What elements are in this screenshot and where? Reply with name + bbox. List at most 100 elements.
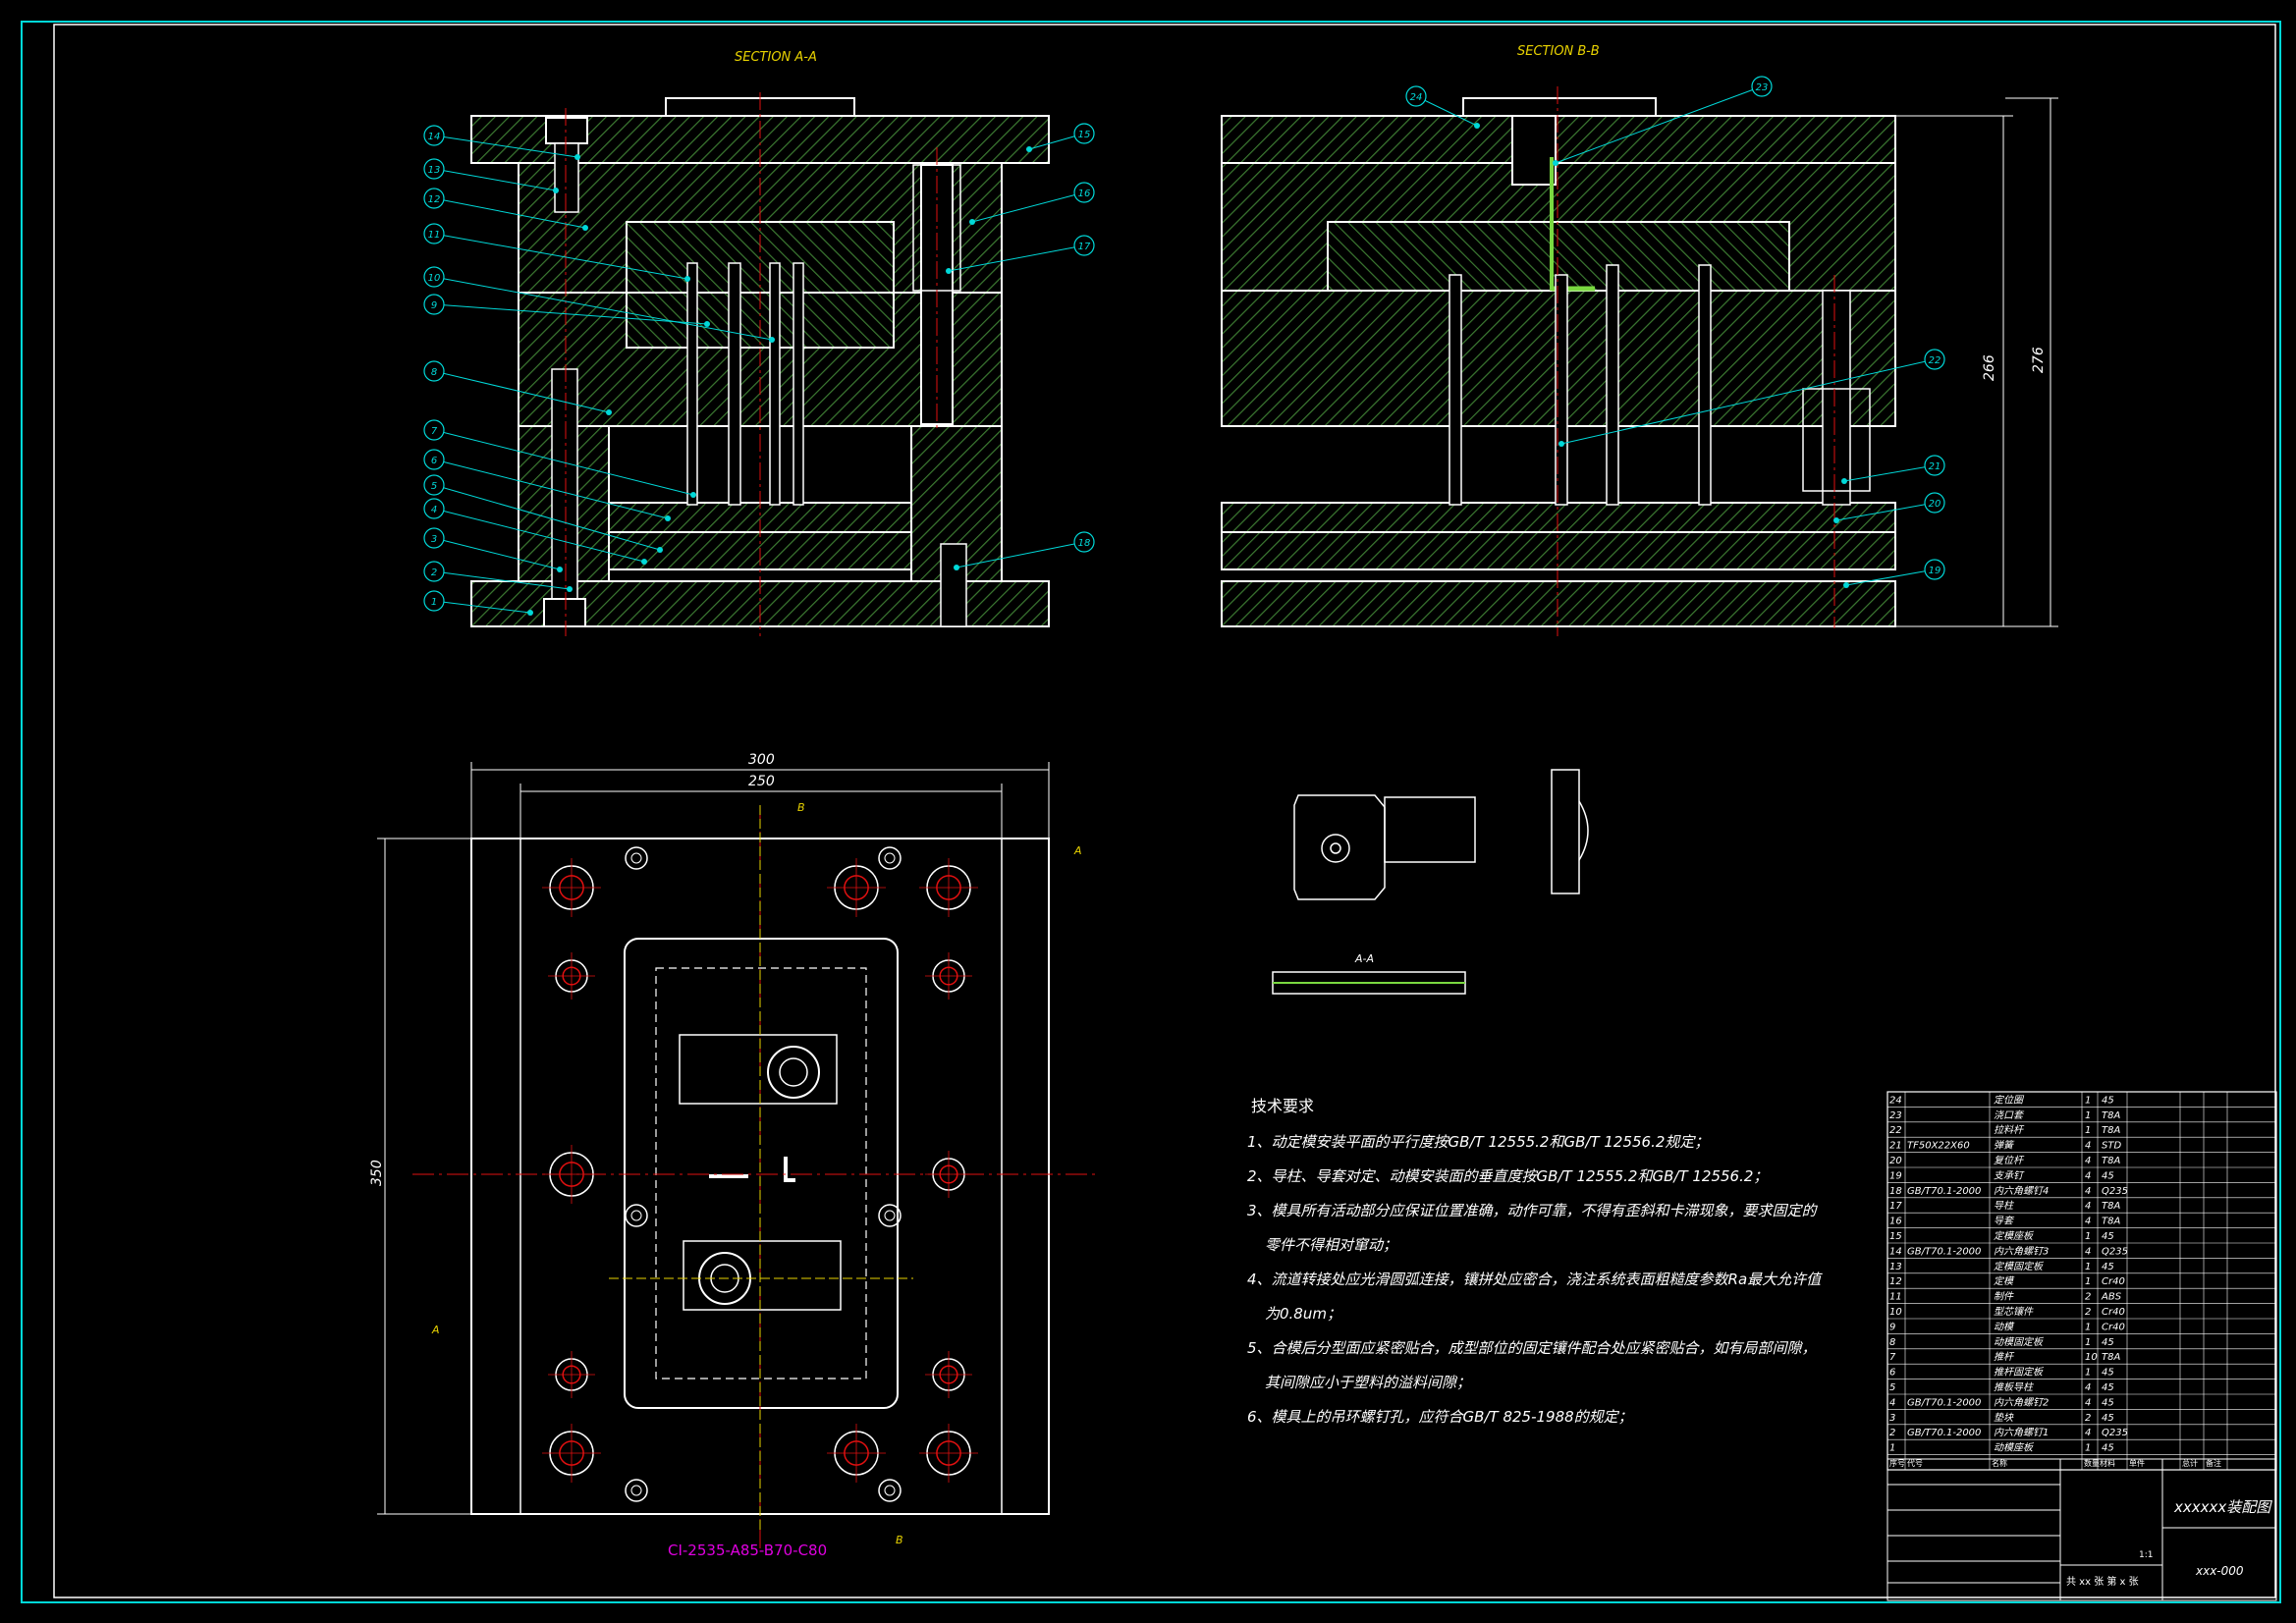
guide-hole: [878, 1204, 902, 1227]
ejector-pin-b: [1698, 264, 1712, 506]
part-detail-views: [1272, 769, 1589, 995]
balloon-number: 13: [428, 165, 441, 176]
balloon-number: 10: [428, 273, 441, 284]
dim-350: 350: [369, 1160, 385, 1186]
bom-cell-no: 11: [1889, 1292, 1902, 1303]
bottom-clamp-plate-b: [1221, 580, 1896, 627]
part-balloon: [1073, 235, 1095, 256]
guide-hole: [625, 846, 648, 870]
guide-hole: [878, 1479, 902, 1502]
outer-border: [21, 21, 2281, 1603]
tech-req-line: 4、流道转接处应光滑圆弧连接，镶拼处应密合，浇注系统表面粗糙度参数Ra最大允许值: [1247, 1271, 1823, 1288]
bom-cell-qty: 2: [2085, 1307, 2091, 1318]
bom-cell-mat: 45: [2102, 1337, 2114, 1348]
leader-line: [971, 191, 1085, 223]
leader-line: [1560, 358, 1936, 445]
guide-hole-inner: [884, 1210, 896, 1221]
bom-header-cell: 材料: [2100, 1458, 2115, 1468]
bom-cell-name: 型芯镶件: [1994, 1306, 2034, 1318]
bom-cell-qty: 4: [2085, 1428, 2091, 1438]
bom-cell-no: 9: [1889, 1322, 1895, 1332]
bom-cell-qty: 4: [2085, 1217, 2091, 1227]
leader-dot: [553, 188, 559, 193]
bom-cell-qty: 4: [2085, 1141, 2091, 1152]
bom-cell-name: 导套: [1994, 1216, 2015, 1227]
balloon-number: 24: [1410, 92, 1423, 103]
bom-cell-mat: 45: [2102, 1231, 2114, 1242]
bom-cell-qty: 1: [2085, 1231, 2091, 1242]
plan-holes: [542, 846, 978, 1502]
bom-cell-name: 定模固定板: [1994, 1261, 2045, 1272]
cap-screw-shank: [554, 142, 579, 213]
drawing-title: xxxxxx装配图: [2173, 1498, 2272, 1516]
section-mark-b: B: [896, 1534, 903, 1546]
balloon-number: 1: [431, 597, 437, 608]
bom-cell-name: 动模固定板: [1994, 1336, 2045, 1348]
bom-cell-mat: 45: [2102, 1368, 2114, 1379]
section-a-a-title: SECTION A-A: [735, 50, 817, 65]
leader-line: [433, 570, 571, 590]
guide-hole: [625, 1479, 648, 1502]
bom-cell-qty: 1: [2085, 1337, 2091, 1348]
sprue-bushing: [1511, 115, 1557, 186]
guide-hole-inner: [630, 1210, 642, 1221]
bom-cell-name: 复位杆: [1994, 1155, 2025, 1166]
bom-cell-mat: Cr40: [2102, 1307, 2125, 1318]
leader-dot: [665, 515, 671, 521]
bom-cell-mat: Q235: [2102, 1428, 2128, 1438]
bom-cell-qty: 1: [2085, 1125, 2091, 1136]
bom-cell-name: 内六角螺钉2: [1994, 1396, 2049, 1408]
bom-cell-mat: 45: [2102, 1413, 2114, 1424]
part-balloon: [423, 590, 445, 612]
balloon-number: 17: [1078, 242, 1091, 252]
bom-cell-name: 导柱: [1994, 1200, 2015, 1212]
bom-cell-name: 支承钉: [1994, 1169, 2025, 1181]
balloon-number: 16: [1078, 189, 1091, 199]
part-boss-1: [767, 1046, 820, 1099]
bom-header-cell: 备注: [2206, 1458, 2221, 1468]
balloon-number: 8: [431, 367, 437, 378]
guide-hole-inner: [630, 1485, 642, 1496]
part-balloon: [1924, 455, 1945, 476]
leader-dot: [1843, 582, 1849, 588]
part-side-view: [1551, 769, 1580, 894]
ejector-pin-b: [1449, 274, 1462, 506]
title-block: [1886, 1458, 2277, 1601]
dim-300: 300: [748, 752, 775, 768]
balloon-number: 6: [431, 456, 437, 466]
part-balloon: [1751, 76, 1773, 97]
bom-cell-no: 5: [1889, 1382, 1895, 1393]
tech-req-line: 2、导柱、导套对定、动模安装面的垂直度按GB/T 12555.2和GB/T 12…: [1247, 1167, 1768, 1185]
guide-hole-inner: [884, 1485, 896, 1496]
tech-req-line: 3、模具所有活动部分应保证位置准确，动作可靠，不得有歪斜和卡滞现象，要求固定的: [1247, 1202, 1819, 1219]
balloon-number: 3: [431, 534, 437, 545]
balloon-number: 22: [1929, 355, 1941, 366]
plan-cavity-pocket: [624, 938, 899, 1409]
bom-cell-name: 动模: [1994, 1321, 2015, 1332]
bom-cell-no: 2: [1889, 1428, 1895, 1438]
leader-dot: [946, 268, 952, 274]
dim-266: 266: [1982, 354, 1997, 381]
balloon-number: 11: [428, 230, 441, 241]
balloon-number: 18: [1078, 538, 1091, 549]
sprue-puller: [728, 262, 741, 506]
leader-line: [1835, 502, 1936, 521]
part-hole-inner: [1330, 842, 1341, 854]
tech-req-line: 5、合模后分型面应紧密贴合，成型部位的固定镶件配合处应紧密贴合，如有局部间隙，: [1247, 1339, 1817, 1357]
section-mark-a: A: [431, 1324, 440, 1336]
drawing-number: xxx-000: [2195, 1564, 2244, 1578]
ejector-pin: [769, 262, 781, 506]
leader-line: [1843, 464, 1936, 482]
bom-cell-mat: T8A: [2102, 1156, 2120, 1166]
height-dimensions: [1895, 97, 2058, 627]
leader-line: [433, 233, 688, 280]
bom-cell-qty: 1: [2085, 1322, 2091, 1332]
balloon-number: 21: [1929, 461, 1941, 472]
tech-req-line: 零件不得相对窜动；: [1265, 1236, 1397, 1254]
bom-cell-no: 17: [1889, 1201, 1902, 1212]
leader-dot: [567, 586, 573, 592]
runner-path: [709, 1157, 795, 1182]
leader-dot: [527, 610, 533, 616]
